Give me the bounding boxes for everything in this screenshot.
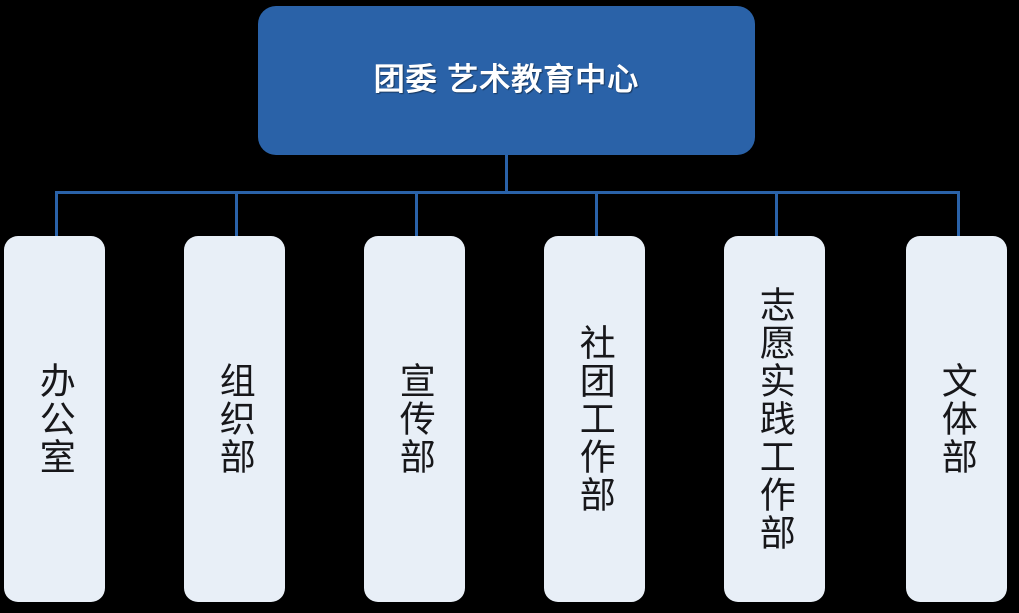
root-node-label: 团委 艺术教育中心 <box>373 62 640 98</box>
connector-drop-5 <box>775 191 778 237</box>
child-node-label: 宣传部 <box>394 362 436 476</box>
connector-drop-3 <box>415 191 418 237</box>
child-node-label: 社团工作部 <box>574 324 616 514</box>
connector-drop-6 <box>957 191 960 237</box>
child-node-volunteer-practice[interactable]: 志愿实践工作部 <box>724 236 825 602</box>
child-node-label: 志愿实践工作部 <box>754 286 796 552</box>
child-node-club-work[interactable]: 社团工作部 <box>544 236 645 602</box>
child-node-culture-sports[interactable]: 文体部 <box>906 236 1007 602</box>
child-node-label: 组织部 <box>214 362 256 476</box>
connector-drop-1 <box>55 191 58 237</box>
connector-drop-4 <box>595 191 598 237</box>
connector-horizontal-bus <box>55 191 958 194</box>
root-node[interactable]: 团委 艺术教育中心 <box>258 6 755 155</box>
child-node-label: 办公室 <box>34 362 76 476</box>
child-node-publicity[interactable]: 宣传部 <box>364 236 465 602</box>
child-node-label: 文体部 <box>936 362 978 476</box>
child-node-organization[interactable]: 组织部 <box>184 236 285 602</box>
connector-drop-2 <box>235 191 238 237</box>
connector-root-stem <box>505 152 508 194</box>
child-node-office[interactable]: 办公室 <box>4 236 105 602</box>
